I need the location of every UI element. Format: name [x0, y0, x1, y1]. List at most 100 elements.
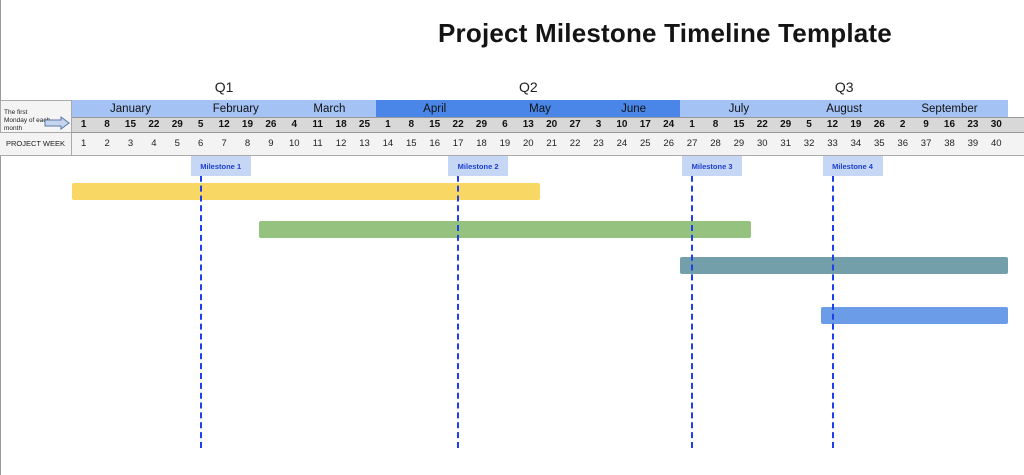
project-week-cell: 29: [733, 138, 745, 149]
quarter-label-q2: Q2: [518, 79, 538, 95]
project-week-cell: 20: [523, 138, 534, 149]
milestone-line: [457, 156, 460, 448]
week-date-cell: 10: [616, 119, 628, 130]
week-date-cell: 29: [475, 119, 488, 130]
week-date-cell: 6: [502, 119, 508, 130]
week-date-cell: 19: [241, 119, 254, 130]
project-week-cell: 9: [268, 138, 274, 149]
week-date-cell: 24: [663, 119, 675, 130]
project-week-cell: 21: [546, 138, 557, 149]
project-week-label: PROJECT WEEK: [0, 133, 72, 155]
project-week-cell: 28: [710, 138, 721, 149]
milestone-tag: Milestone 1: [190, 156, 251, 176]
milestone-line: [831, 156, 834, 448]
milestone-tag: Milestone 3: [682, 156, 743, 176]
week-date-cell: 19: [850, 119, 862, 130]
project-week-cell: 24: [616, 138, 628, 149]
week-date-cell: 22: [452, 119, 464, 130]
project-week-cell: 4: [151, 138, 157, 149]
project-week-cell: 32: [803, 138, 815, 149]
milestone-tag: Milestone 2: [448, 156, 509, 176]
week-date-cell: 8: [712, 119, 719, 130]
header-note-cell: The first Monday of each month: [0, 100, 72, 133]
week-date-cell: 22: [756, 119, 768, 130]
project-week-cell: 23: [593, 138, 604, 149]
month-header-march: March: [282, 100, 377, 117]
timeline-bar: [259, 221, 751, 238]
project-week-cell: 17: [452, 138, 464, 149]
quarter-label-q3: Q3: [834, 79, 854, 95]
week-date-cell: 5: [806, 119, 812, 130]
week-date-cell: 22: [148, 119, 160, 130]
week-date-cell: 1: [80, 119, 87, 130]
milestone-line: [199, 156, 202, 448]
week-date-cell: 23: [967, 119, 979, 130]
week-date-cell: 9: [923, 119, 929, 130]
week-date-cell: 29: [171, 119, 183, 130]
week-date-cell: 1: [385, 119, 391, 130]
left-edge-divider: [0, 0, 1, 475]
timeline-bar: [820, 307, 1008, 324]
project-week-cell: 2: [104, 138, 110, 149]
week-date-cell: 15: [124, 119, 137, 130]
project-week-cell: 38: [944, 138, 955, 149]
project-week-cell: 22: [569, 138, 581, 149]
week-date-cell: 30: [990, 119, 1002, 130]
header-note: The first Monday of each month: [4, 109, 51, 132]
month-header-july: July: [680, 100, 798, 117]
week-date-cell: 3: [595, 119, 602, 130]
quarter-label-q1: Q1: [214, 79, 234, 95]
week-date-cell: 5: [197, 119, 204, 130]
project-week-cell: 36: [897, 138, 908, 149]
project-week-cell: 37: [920, 138, 932, 149]
week-date-cell: 2: [899, 119, 906, 130]
week-date-cell: 17: [639, 119, 651, 130]
week-date-cell: 12: [826, 119, 839, 130]
project-week-cell: 26: [663, 138, 674, 149]
week-date-cell: 20: [546, 119, 558, 130]
week-date-cell: 26: [873, 119, 885, 130]
week-date-cell: 26: [265, 119, 277, 130]
project-week-cell: 7: [221, 138, 227, 149]
week-date-cell: 29: [780, 119, 792, 130]
project-week-cell: 10: [289, 138, 300, 149]
week-date-cell: 12: [218, 119, 230, 130]
week-date-cell: 8: [104, 119, 110, 130]
project-week-cell: 19: [499, 138, 511, 149]
week-date-cell: 8: [408, 119, 415, 130]
project-week-cell: 6: [198, 138, 204, 149]
project-week-cell: 11: [312, 138, 323, 149]
month-header-june: June: [586, 100, 681, 117]
timeline-bar: [680, 257, 1008, 274]
project-week-cell: 1: [81, 138, 87, 149]
month-header-august: August: [797, 100, 891, 117]
month-header-april: April: [376, 100, 494, 117]
project-week-cell: 31: [780, 138, 791, 149]
project-week-cell: 5: [174, 138, 180, 149]
page-title: Project Milestone Timeline Template: [438, 18, 892, 48]
project-week-cell: 14: [382, 138, 394, 149]
project-week-cell: 12: [335, 138, 347, 149]
project-week-cell: 33: [827, 138, 838, 149]
project-week-cell: 25: [640, 138, 651, 149]
project-week-cell: 39: [967, 138, 979, 149]
project-week-cell: 34: [850, 138, 862, 149]
week-date-cell: 18: [335, 119, 347, 130]
project-week-cell: 30: [757, 138, 768, 149]
week-date-cell: 15: [429, 119, 441, 130]
week-date-cell: 16: [943, 119, 956, 130]
month-header-january: January: [72, 100, 189, 117]
timeline-bar: [72, 183, 540, 200]
project-week-cell: 27: [686, 138, 698, 149]
week-date-cell: 4: [291, 119, 298, 130]
week-date-cell: 11: [312, 119, 323, 130]
project-week-cell: 13: [359, 138, 370, 149]
month-header-february: February: [189, 100, 283, 117]
project-week-cell: 15: [406, 138, 417, 149]
week-date-cell: 1: [689, 119, 695, 130]
week-date-cell: 13: [522, 119, 534, 130]
week-date-cell: 27: [569, 119, 581, 130]
